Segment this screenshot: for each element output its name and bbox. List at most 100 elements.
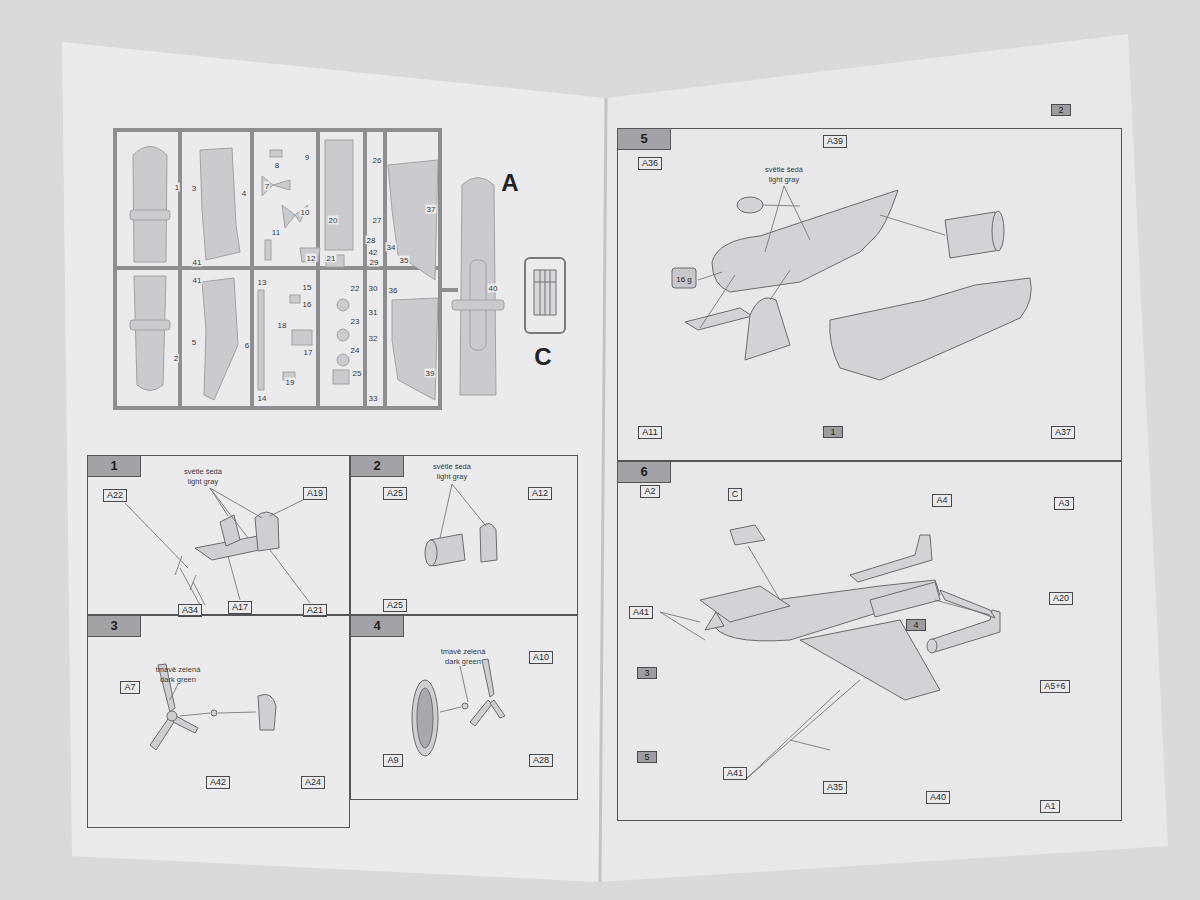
part-number: 17 [303, 348, 314, 357]
part-number: 4 [241, 189, 247, 198]
part-number: 1 [174, 183, 180, 192]
part-number: 28 [366, 236, 377, 245]
part-number: A20 [1053, 593, 1069, 604]
part-number: 8 [274, 161, 280, 170]
part-number: 25 [352, 369, 363, 378]
weight-note: 16 g [676, 275, 692, 284]
part-callout: A41 [723, 767, 747, 780]
step-number: 6 [617, 461, 671, 483]
paint-note: světle šedá [765, 165, 803, 174]
paint-note: light gray [437, 472, 467, 481]
part-number: A25 [387, 488, 403, 499]
part-number: A22 [107, 490, 123, 501]
part-number: 19 [285, 378, 296, 387]
part-number: 34 [386, 243, 397, 252]
part-number: 36 [388, 286, 399, 295]
part-number: 20 [328, 216, 339, 225]
reference-number: 2 [1058, 105, 1063, 115]
part-callout: A4 [932, 494, 951, 507]
paint-note: tmavě zelená [441, 647, 486, 656]
part-number: 3 [191, 184, 197, 193]
part-number: A28 [533, 755, 549, 766]
part-callout: A19 [303, 487, 327, 500]
part-callout: A11 [638, 426, 661, 439]
part-callout: A20 [1049, 592, 1073, 605]
part-number: 7 [264, 182, 270, 191]
part-number: A12 [532, 488, 548, 499]
part-number: 10 [300, 208, 311, 217]
part-callout: A2 [640, 485, 659, 498]
part-callout: A39 [823, 135, 847, 148]
part-number: 41 [192, 258, 203, 267]
part-callout: A41 [629, 606, 653, 619]
part-number: 2 [173, 354, 179, 363]
step-reference: 1 [823, 426, 842, 438]
part-number: 13 [257, 278, 268, 287]
sprue-letter: A [501, 169, 518, 197]
step-number: 1 [87, 455, 141, 477]
part-number: 42 [368, 248, 379, 257]
part-callout: A36 [638, 157, 662, 170]
part-number: 24 [350, 346, 361, 355]
page-number: 2 [1051, 104, 1070, 116]
part-number: A40 [930, 792, 946, 803]
part-callout: A1 [1040, 800, 1059, 813]
part-number: A3 [1058, 498, 1069, 509]
part-number: A37 [1055, 427, 1071, 438]
part-number: A17 [232, 602, 248, 613]
step-number: 3 [87, 615, 141, 637]
part-number: A2 [644, 486, 655, 497]
part-number: 33 [368, 394, 379, 403]
part-number: 31 [368, 308, 379, 317]
part-number: 29 [369, 258, 380, 267]
part-callout: A25 [383, 599, 407, 612]
part-callout: A3 [1054, 497, 1073, 510]
step-number: 2 [350, 455, 404, 477]
part-number: A5+6 [1044, 681, 1065, 692]
part-callout: C [728, 488, 743, 501]
part-number: 22 [350, 284, 361, 293]
reference-number: 5 [644, 752, 649, 762]
part-number: 41 [192, 276, 203, 285]
part-number: A39 [827, 136, 843, 147]
part-number: 14 [257, 394, 268, 403]
part-number: A21 [307, 605, 323, 616]
part-number: A9 [387, 755, 398, 766]
part-number: 15 [302, 283, 313, 292]
part-number: A35 [827, 782, 843, 793]
step-panel: 1A22 A19A34 A17 A21 [87, 455, 350, 615]
part-callout: A17 [228, 601, 252, 614]
part-number: 37 [426, 205, 437, 214]
part-callout: A35 [823, 781, 847, 794]
step-panel: 5A36A39A111A37 [617, 128, 1122, 461]
step-panel: 4A10A9A28 [350, 615, 578, 800]
part-number: 23 [350, 317, 361, 326]
part-number: A41 [727, 768, 743, 779]
part-number: 21 [326, 254, 337, 263]
part-number: 6 [244, 341, 250, 350]
paint-note: dark green [160, 675, 196, 684]
reference-number: 3 [644, 668, 649, 678]
paint-note: světle šedá [184, 467, 222, 476]
part-number: A42 [210, 777, 226, 788]
part-callout: A22 [103, 489, 127, 502]
part-number: A36 [642, 158, 658, 169]
part-number: 32 [368, 334, 379, 343]
part-number: A41 [633, 607, 649, 618]
part-number: A1 [1044, 801, 1055, 812]
part-number: 40 [488, 284, 499, 293]
part-number: A25 [387, 600, 403, 611]
step-reference: 5 [637, 751, 656, 763]
part-number: 5 [191, 338, 197, 347]
reference-number: 4 [913, 620, 918, 630]
part-number: A24 [305, 777, 321, 788]
part-number: 18 [277, 321, 288, 330]
part-callout: A25 [383, 487, 407, 500]
part-number: A4 [936, 495, 947, 506]
part-number: A34 [182, 605, 198, 616]
step-reference: 3 [637, 667, 656, 679]
step-reference: 4 [906, 619, 925, 631]
part-number: 27 [372, 216, 383, 225]
paint-note: light gray [188, 477, 218, 486]
